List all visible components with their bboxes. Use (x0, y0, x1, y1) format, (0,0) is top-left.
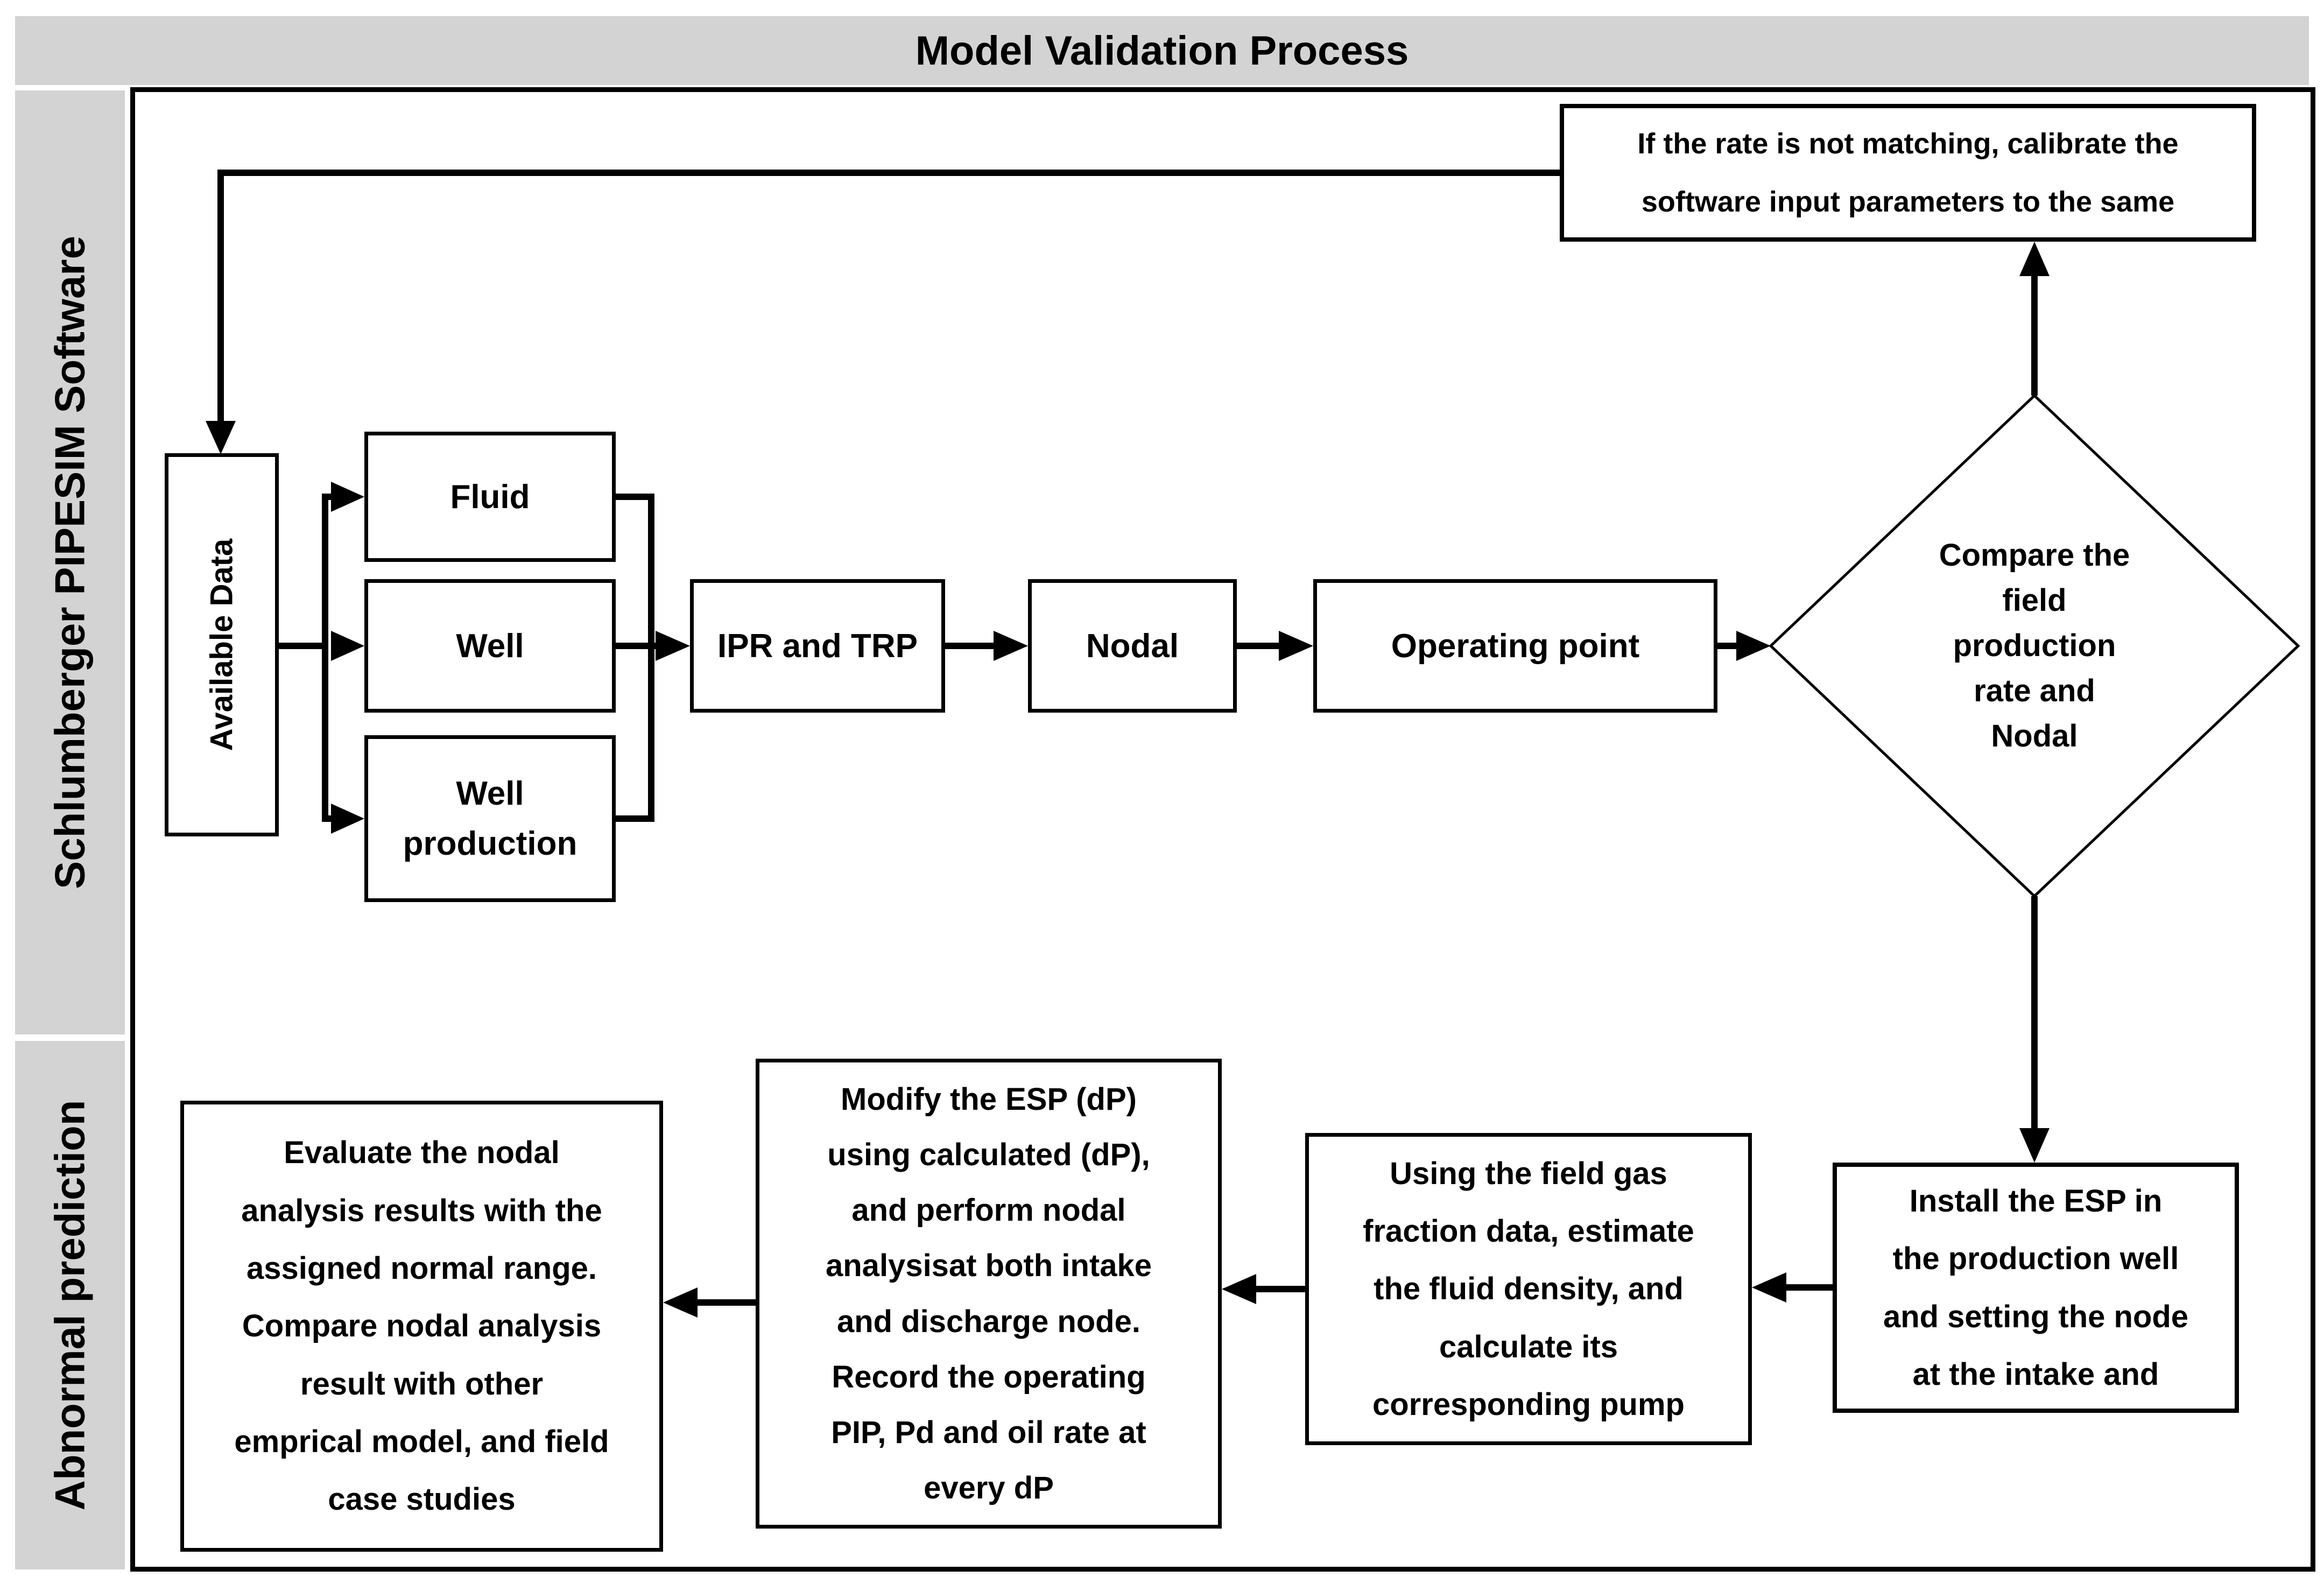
node-nodal-text: Nodal (1086, 627, 1179, 665)
lane-pipesim-software: Schlumberger PIPESIM Software (15, 90, 125, 1034)
node-install-esp: Install the ESP in the production well a… (1833, 1163, 2239, 1413)
node-well-production-text: Well production (403, 775, 578, 862)
node-operating-point: Operating point (1313, 579, 1717, 713)
connector-feedback-to-available-data (217, 170, 1560, 422)
arrowhead-into-ipr (656, 631, 690, 661)
node-available-data-text: Available Data (204, 538, 240, 751)
decision-diamond (1769, 393, 2300, 898)
node-calibrate-feedback-text: If the rate is not matching, calibrate t… (1637, 128, 2179, 218)
arrowhead-into-feedback (2019, 242, 2050, 276)
node-ipr-and-trp-text: IPR and TRP (717, 627, 918, 665)
node-modify-esp-text: Modify the ESP (dP) using calculated (dP… (826, 1081, 1152, 1506)
arrowhead-into-well (331, 631, 364, 661)
page-title: Model Validation Process (915, 27, 1409, 74)
arrowhead-into-well-production (331, 804, 364, 834)
node-evaluate: Evaluate the nodal analysis results with… (180, 1101, 663, 1552)
node-operating-point-text: Operating point (1391, 627, 1640, 665)
title-band: Model Validation Process (15, 16, 2309, 85)
node-modify-esp: Modify the ESP (dP) using calculated (dP… (756, 1059, 1222, 1529)
node-ipr-and-trp: IPR and TRP (690, 579, 945, 713)
arrowhead-into-fluid (331, 482, 364, 512)
node-evaluate-text: Evaluate the nodal analysis results with… (234, 1135, 609, 1517)
node-nodal: Nodal (1028, 579, 1237, 713)
lane-abnormal-prediction: Abnormal prediction (15, 1041, 125, 1569)
arrowhead-into-evaluate (663, 1287, 698, 1318)
node-decision-text: Compare the field production rate and No… (1939, 537, 2130, 754)
arrowhead-into-operating (1279, 631, 1313, 661)
node-decision-text-wrap: Compare the field production rate and No… (1900, 530, 2169, 762)
node-gas-fraction: Using the field gas fraction data, estim… (1305, 1133, 1752, 1445)
node-well: Well (364, 579, 616, 713)
node-install-esp-text: Install the ESP in the production well a… (1883, 1183, 2189, 1392)
node-fluid-text: Fluid (450, 478, 530, 516)
node-calibrate-feedback: If the rate is not matching, calibrate t… (1560, 104, 2256, 242)
node-fluid: Fluid (364, 432, 616, 562)
node-available-data: Available Data (165, 453, 279, 836)
arrowhead-into-nodal (994, 631, 1028, 661)
arrowhead-into-install (2019, 1128, 2050, 1163)
arrowhead-into-decision (1736, 631, 1771, 661)
node-gas-fraction-text: Using the field gas fraction data, estim… (1363, 1156, 1694, 1422)
node-well-text: Well (456, 627, 524, 665)
arrowhead-into-using (1752, 1272, 1786, 1303)
arrowhead-into-available-data (206, 421, 236, 454)
node-well-production: Well production (364, 735, 616, 902)
arrowhead-into-modify (1222, 1274, 1256, 1304)
